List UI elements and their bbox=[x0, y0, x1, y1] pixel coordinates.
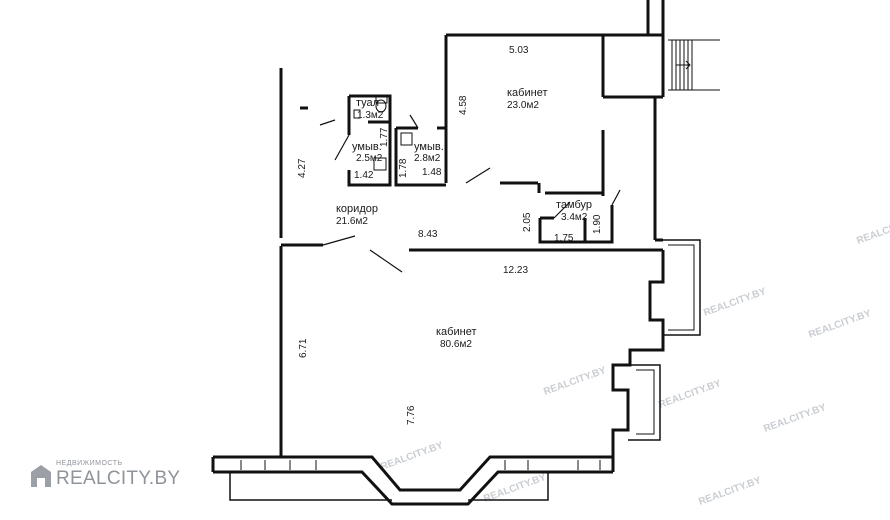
sink-icon bbox=[400, 132, 413, 146]
windows bbox=[240, 460, 601, 470]
toilet-bowl-icon bbox=[375, 99, 387, 113]
room-name-cabinet-top: кабинет bbox=[507, 87, 547, 99]
wall-right-stepped bbox=[611, 250, 665, 457]
terrace-left bbox=[229, 472, 392, 501]
dim-wash-side: 1.78 bbox=[398, 158, 409, 178]
toilet-tank-icon bbox=[375, 96, 388, 104]
door-swing bbox=[409, 114, 419, 129]
dim-main-width: 12.23 bbox=[503, 265, 528, 276]
door-swing bbox=[334, 134, 350, 161]
dim-vest-width: 1.75 bbox=[554, 233, 574, 244]
terrace-right bbox=[468, 472, 549, 501]
balcony-right-upper bbox=[663, 239, 701, 336]
dim-left-upper: 4.27 bbox=[297, 158, 308, 178]
house-logo-icon bbox=[31, 465, 51, 487]
door-swing bbox=[611, 189, 621, 206]
room-area-toilet: 1.3м2 bbox=[357, 110, 384, 121]
watermark: REALCITY.BY bbox=[542, 365, 608, 398]
dim-wash2-width: 1.48 bbox=[422, 167, 442, 178]
watermark: REALCITY.BY bbox=[702, 286, 768, 319]
dim-main-left: 6.71 bbox=[298, 338, 309, 358]
logo-subtitle: НЕДВИЖИМОСТЬ bbox=[56, 460, 123, 467]
room-area-vestibule: 3.4м2 bbox=[561, 212, 588, 223]
watermark: REALCITY.BY bbox=[762, 402, 828, 435]
staircase bbox=[603, 39, 720, 98]
balcony-right-lower bbox=[628, 364, 661, 441]
dim-toilet-side: 1.77 bbox=[379, 127, 390, 147]
dim-main-height: 7.76 bbox=[406, 405, 417, 425]
bay-left-outer bbox=[341, 470, 430, 506]
room-area-cabinet-top: 23.0м2 bbox=[507, 100, 539, 111]
door-swing bbox=[322, 235, 356, 246]
watermark-layer: REALCITY.BY REALCITY.BY REALCITY.BY REAL… bbox=[379, 214, 890, 508]
bay-right-outer bbox=[430, 470, 548, 506]
dim-vest-side: 1.90 bbox=[592, 214, 603, 234]
logo-title: REALCITY.BY bbox=[56, 468, 181, 489]
room-area-washroom2: 2.8м2 bbox=[414, 153, 441, 164]
dimension-labels: 5.03 4.58 4.27 1.77 1.78 1.42 1.48 8.43 … bbox=[297, 45, 603, 425]
watermark: REALCITY.BY bbox=[379, 440, 445, 473]
dim-cab-top-width: 5.03 bbox=[509, 45, 529, 56]
balcony-right-lower-inner bbox=[636, 369, 655, 435]
watermark: REALCITY.BY bbox=[807, 308, 873, 341]
fixtures bbox=[353, 96, 413, 171]
room-area-cabinet-main: 80.6м2 bbox=[440, 339, 472, 350]
door-swing bbox=[369, 249, 403, 273]
bay-left-inner bbox=[341, 455, 430, 492]
dim-cab-top-height: 4.58 bbox=[458, 95, 469, 115]
room-name-toilet: туал bbox=[356, 97, 379, 109]
bay-right-inner bbox=[430, 455, 548, 492]
balcony-right-upper-inner bbox=[668, 244, 695, 331]
dim-wash1-width: 1.42 bbox=[354, 170, 374, 181]
room-name-cabinet-main: кабинет bbox=[436, 326, 476, 338]
watermark: REALCITY.BY bbox=[697, 475, 763, 508]
wall-wet-block bbox=[347, 94, 392, 187]
door-swing bbox=[319, 119, 336, 126]
wall-wash2 bbox=[394, 128, 446, 187]
dim-vest-height: 2.05 bbox=[522, 212, 533, 232]
room-name-washroom1: умыв. bbox=[352, 141, 382, 153]
dim-corridor-width: 8.43 bbox=[418, 229, 438, 240]
wall-vestibule bbox=[538, 205, 614, 244]
watermark: REALCITY.BY bbox=[657, 378, 723, 411]
door-swing bbox=[465, 167, 491, 184]
room-name-vestibule: тамбур bbox=[556, 199, 592, 211]
sink-icon bbox=[373, 157, 387, 171]
doors bbox=[300, 106, 621, 273]
room-area-corridor: 21.6м2 bbox=[336, 216, 368, 227]
room-area-washroom1: 2.5м2 bbox=[356, 153, 383, 164]
door-swing bbox=[553, 201, 571, 219]
stair-arrow-icon bbox=[685, 60, 691, 70]
walls bbox=[211, 0, 701, 506]
room-name-washroom2: умыв. bbox=[414, 141, 444, 153]
room-labels: кабинет 23.0м2 туал 1.3м2 умыв. 2.5м2 ум… bbox=[336, 87, 592, 350]
realcity-logo: НЕДВИЖИМОСТЬ REALCITY.BY bbox=[30, 458, 180, 492]
watermark: REALCITY.BY bbox=[855, 214, 890, 247]
fixture-icon bbox=[353, 109, 361, 119]
room-name-corridor: коридор bbox=[336, 203, 378, 215]
